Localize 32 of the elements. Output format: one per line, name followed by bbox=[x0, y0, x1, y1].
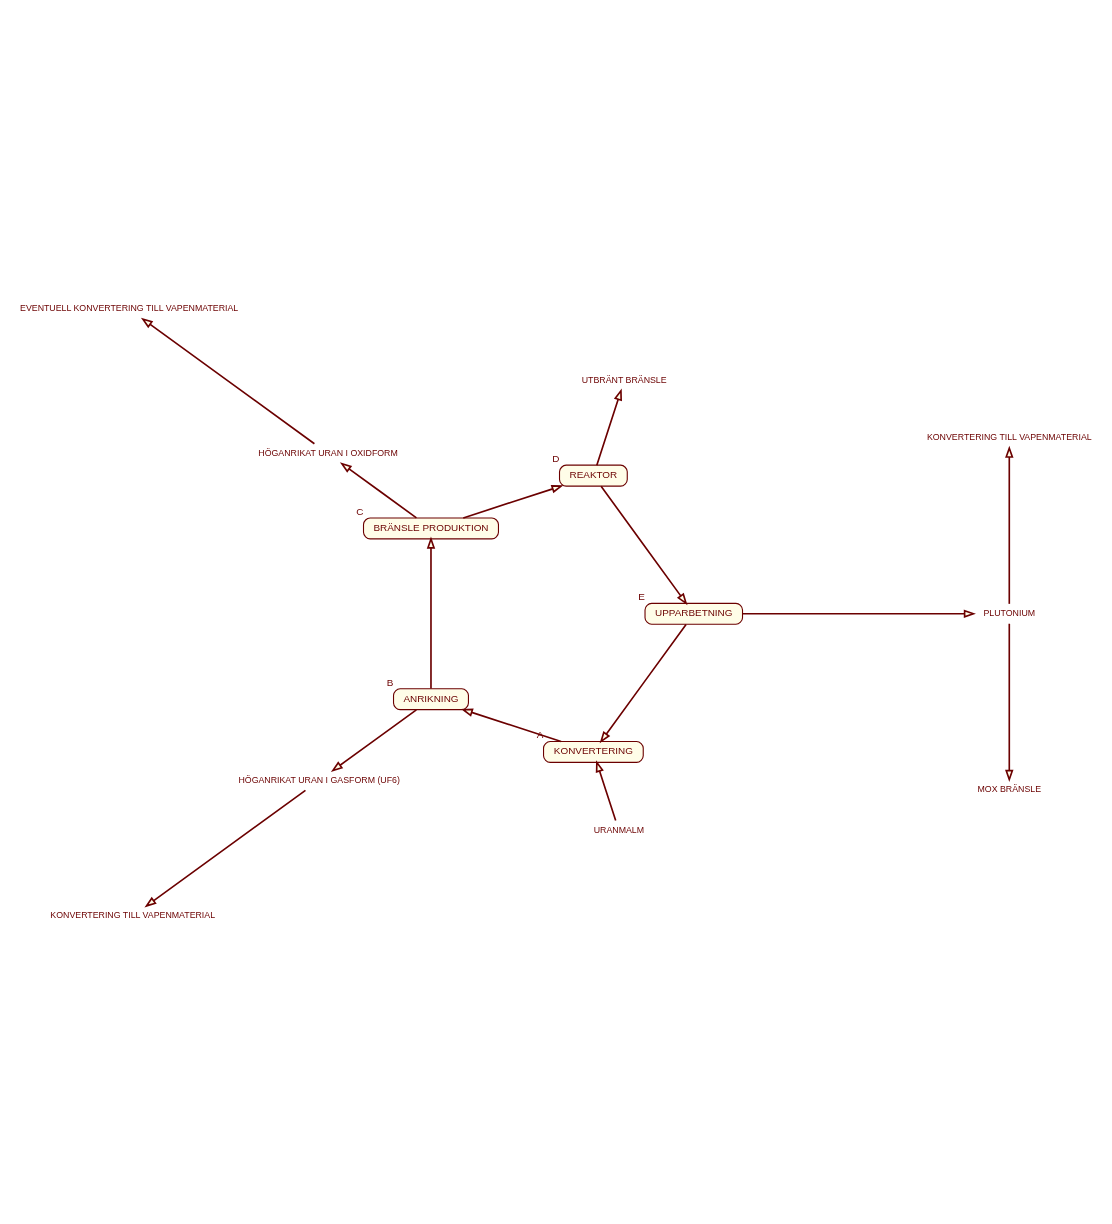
arrow bbox=[330, 708, 418, 772]
arrow bbox=[140, 317, 316, 445]
node-box: UPPARBETNING bbox=[644, 602, 744, 625]
arrow bbox=[144, 789, 307, 907]
node-text: PLUTONIUM bbox=[983, 607, 1036, 618]
node-text: HÖGANRIKAT URAN I GASFORM (UF6) bbox=[238, 774, 400, 785]
arrow bbox=[462, 484, 564, 519]
node-text: EVENTUELL KONVERTERING TILL VAPENMATERIAL bbox=[20, 302, 239, 313]
node-box: ANRIKNING bbox=[392, 687, 469, 710]
node-box: KONVERTERING bbox=[543, 740, 644, 763]
arrow bbox=[599, 623, 687, 743]
arrow bbox=[596, 387, 622, 466]
arrow bbox=[1005, 445, 1014, 605]
arrow bbox=[600, 484, 688, 605]
node-text: URANMALM bbox=[593, 824, 645, 835]
node-label: D bbox=[552, 452, 560, 464]
arrow bbox=[1005, 622, 1014, 782]
node-text: HÖGANRIKAT URAN I OXIDFORM bbox=[258, 447, 398, 458]
node-label: C bbox=[356, 505, 364, 517]
arrow bbox=[595, 759, 617, 821]
node-label: B bbox=[386, 676, 394, 688]
node-text: KONVERTERING TILL VAPENMATERIAL bbox=[926, 431, 1092, 442]
node-box: BRÄNSLE PRODUKTION bbox=[362, 516, 499, 539]
node-text: MOX BRÄNSLE bbox=[977, 783, 1042, 794]
arrow bbox=[426, 536, 436, 689]
arrow bbox=[339, 461, 418, 519]
node-label: E bbox=[638, 590, 645, 602]
node-text: UTBRÄNT BRÄNSLE bbox=[581, 374, 667, 385]
arrow bbox=[741, 609, 976, 618]
node-text: KONVERTERING TILL VAPENMATERIAL bbox=[50, 909, 216, 920]
arrow bbox=[460, 708, 562, 742]
node-box: REAKTOR bbox=[558, 464, 628, 487]
